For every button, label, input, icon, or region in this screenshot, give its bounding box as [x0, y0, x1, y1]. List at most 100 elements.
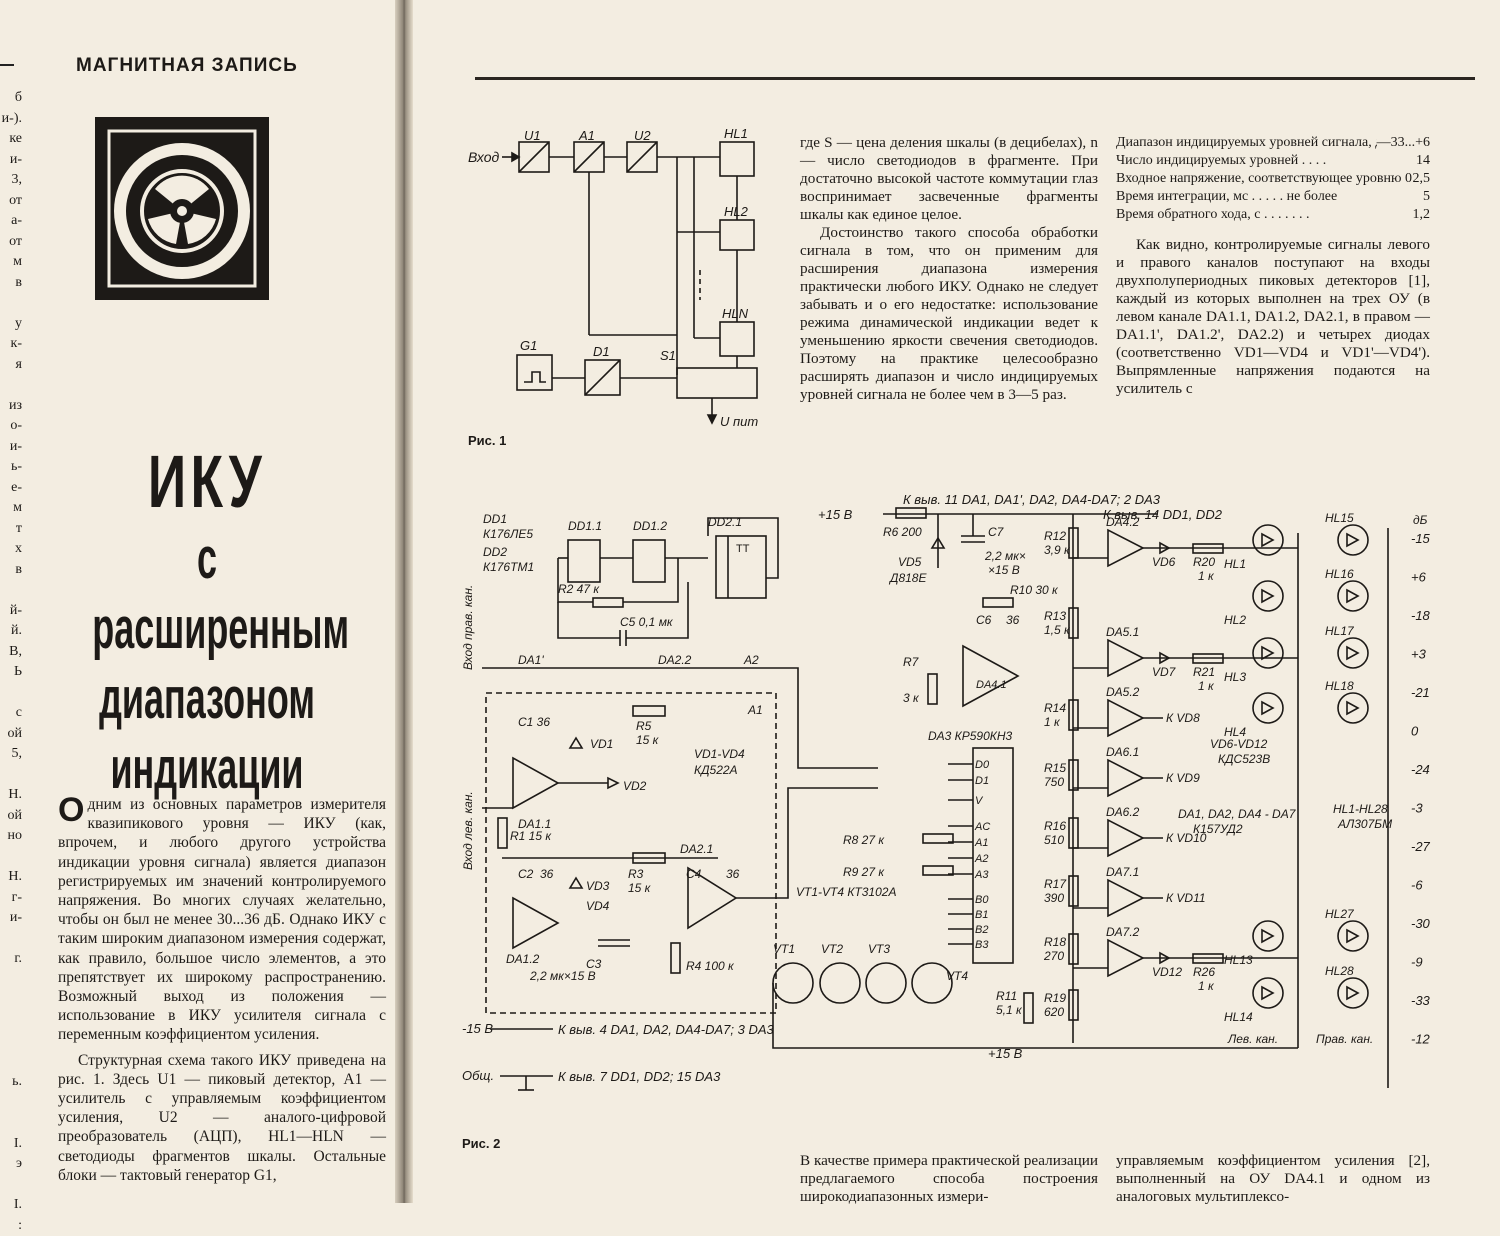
- right-column-text: Диапазон индицируемых уровней сигнала, д…: [1116, 134, 1430, 398]
- fig2-db-unit: дБ: [1413, 513, 1428, 527]
- ladder-resistor-value: 270: [1043, 949, 1064, 963]
- margin-fragment: но: [0, 826, 22, 847]
- fig1-hl1: HL1: [724, 126, 748, 141]
- fig2-da3: DA3 КР590КН3: [928, 729, 1013, 743]
- margin-fragment: й-: [0, 601, 22, 622]
- margin-fragment: в: [0, 560, 22, 581]
- led-triangle: [1262, 930, 1273, 942]
- da3-pin-label: A1: [974, 837, 988, 849]
- fig2-tt: TT: [736, 543, 750, 555]
- da3-pin-label: B1: [975, 909, 988, 921]
- da3-pin-label: D1: [975, 775, 989, 787]
- specifications-list: Диапазон индицируемых уровней сигнала, д…: [1116, 134, 1430, 224]
- comparator-target: К VD11: [1166, 891, 1206, 905]
- fig2-da22: DA2.2: [658, 653, 692, 667]
- margin-fragment: ь.: [0, 1072, 22, 1093]
- led-triangle: [1347, 534, 1358, 546]
- led-icon: [1338, 921, 1368, 951]
- fig2-c2v: 36: [540, 867, 554, 881]
- db-scale-value: -21: [1411, 685, 1430, 700]
- spec-label: Число индицируемых уровней . . . .: [1116, 152, 1326, 170]
- fig2-vd4: VD4: [586, 899, 610, 913]
- da3-pin-label: B3: [975, 939, 989, 951]
- da3-pin-label: V: [975, 795, 984, 807]
- da3-pin-label: A3: [974, 869, 989, 881]
- led-label: HL3: [1224, 670, 1246, 684]
- led-label: HL1: [1224, 557, 1246, 571]
- led-label: HL14: [1224, 1010, 1253, 1024]
- margin-fragment: 5,: [0, 744, 22, 765]
- fig2-vt3: VT3: [868, 942, 890, 956]
- ladder-resistor-name: R17: [1044, 877, 1067, 891]
- led-icon: [1253, 525, 1283, 555]
- ladder-resistor-value: 1,5 к: [1044, 623, 1071, 637]
- db-scale-value: -3: [1411, 801, 1423, 816]
- right-paragraph-1: Как видно, контролируемые сигналы левого…: [1116, 236, 1430, 398]
- fig2-levkan: Лев. кан.: [1227, 1032, 1278, 1046]
- margin-fragment: я: [0, 355, 22, 376]
- header-rule: [475, 77, 1475, 80]
- ladder-resistor-value: 1 к: [1044, 715, 1061, 729]
- spec-label: Входное напряжение, соответствующее уров…: [1116, 170, 1413, 188]
- led-triangle: [1262, 702, 1273, 714]
- comparator-label: DA5.1: [1106, 625, 1139, 639]
- fig2-vd5t: Д818Е: [888, 571, 927, 585]
- series-resistor-name: R21: [1193, 665, 1215, 679]
- spec-value: —33...+6: [1377, 134, 1430, 152]
- fig2-hl128: HL1-HL28: [1333, 802, 1388, 816]
- mid-paragraph-2: Достоинство такого способа обработки сиг…: [800, 224, 1098, 404]
- db-scale-value: +6: [1411, 570, 1427, 585]
- led-triangle: [1347, 930, 1358, 942]
- spec-value: 1,2: [1413, 206, 1431, 224]
- series-resistor-value: 1 к: [1198, 679, 1215, 693]
- spec-row: Число индицируемых уровней . . . .14: [1116, 152, 1430, 170]
- diode-label: VD12: [1152, 965, 1182, 979]
- margin-fragment: [0, 1011, 22, 1032]
- ladder-resistor-value: 390: [1044, 891, 1064, 905]
- led-triangle: [1347, 590, 1358, 602]
- fig2-c4: C4: [686, 867, 702, 881]
- diode-label: VD7: [1152, 665, 1177, 679]
- led-label: HL15: [1325, 511, 1354, 525]
- fig2-r7: R7: [903, 655, 920, 669]
- margin-fragment: I.: [0, 1195, 22, 1216]
- margin-fragment: г-: [0, 888, 22, 909]
- fig2-r9: R9 27 к: [843, 865, 885, 879]
- spec-label: Время обратного хода, с . . . . . . .: [1116, 206, 1309, 224]
- led-triangle: [1262, 987, 1273, 999]
- fig2-a1: A1: [747, 703, 763, 717]
- fig2-c2: C2: [518, 867, 534, 881]
- fig2-da21: DA2.1: [680, 842, 713, 856]
- bottom-right-text: управляемым коэффициентом усиления [2], …: [1116, 1152, 1430, 1206]
- margin-fragment: о-: [0, 416, 22, 437]
- margin-fragment: [0, 293, 22, 314]
- fig2-c7v: 2,2 мк×: [984, 549, 1026, 563]
- fig2-c4v: 36: [726, 867, 740, 881]
- margin-fragment: [0, 929, 22, 950]
- margin-fragment: [0, 970, 22, 991]
- fig2-c1: C1 36: [518, 715, 550, 729]
- headline-line-1: ИКУ: [74, 440, 340, 524]
- spec-label: Время интеграции, мс . . . . . не более: [1116, 188, 1337, 206]
- margin-fragment: [0, 1052, 22, 1073]
- fig2-hl128t: АЛ307БМ: [1337, 817, 1392, 831]
- comparator: [1108, 820, 1143, 856]
- ladder-resistor-value: 750: [1044, 775, 1064, 789]
- paragraph-structure: Структурная схема такого ИКУ приведена н…: [58, 1051, 386, 1185]
- comparator-label: DA7.2: [1106, 925, 1140, 939]
- led-label: HL28: [1325, 964, 1354, 978]
- fig2-da12: DA1.2: [506, 952, 540, 966]
- margin-fragment: ой: [0, 806, 22, 827]
- fig1-power-label: U пит: [720, 414, 758, 429]
- led-icon: [1253, 638, 1283, 668]
- margin-fragment: и-: [0, 908, 22, 929]
- comparator-label: DA4.2: [1106, 515, 1140, 529]
- db-scale-value: -12: [1411, 1032, 1431, 1047]
- led-icon: [1338, 525, 1368, 555]
- fig2-vd2: VD2: [623, 779, 647, 793]
- led-label: HL17: [1325, 624, 1355, 638]
- margin-fragment: :: [0, 1216, 22, 1236]
- margin-fragment: [0, 847, 22, 868]
- series-resistor-name: R26: [1193, 965, 1215, 979]
